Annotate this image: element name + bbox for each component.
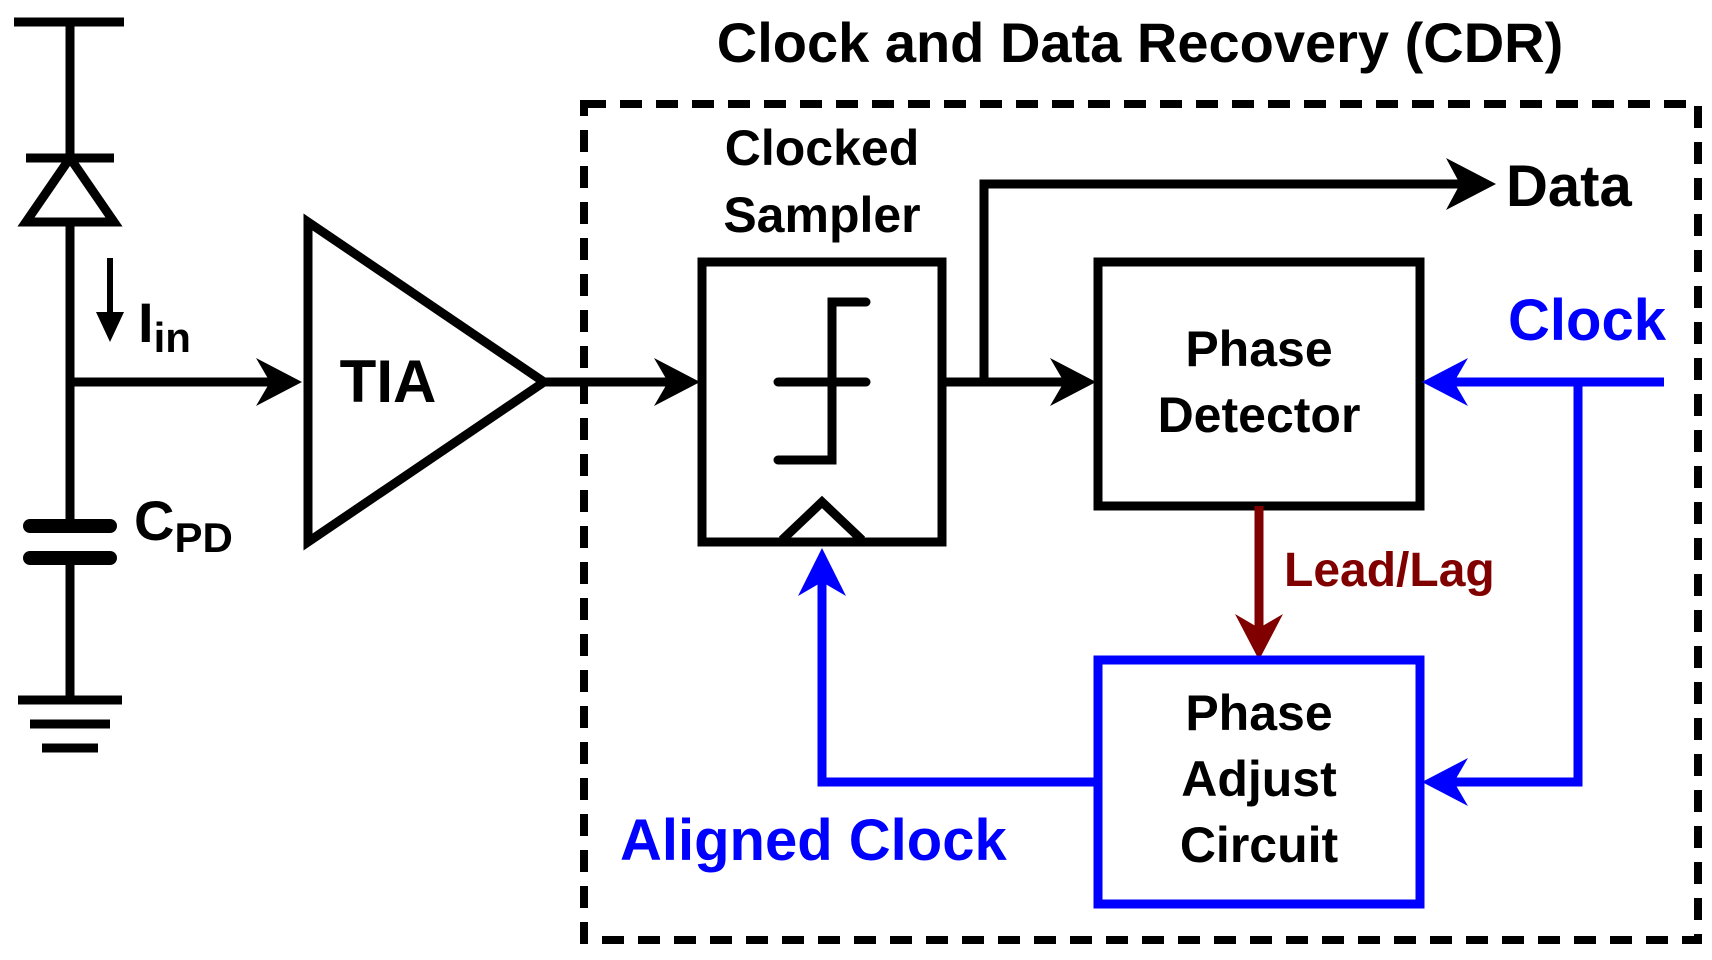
comparator-symbol-icon (773, 297, 871, 465)
phase-adjust-label-line2: Adjust (1181, 751, 1337, 807)
input-current-label: Iin (138, 291, 191, 361)
data-output-arrowhead (1446, 158, 1496, 210)
sampler-label-line1: Clocked (725, 120, 920, 176)
cdr-title: Clock and Data Recovery (CDR) (717, 11, 1563, 74)
clock-input-label: Clock (1508, 288, 1667, 353)
phase-adjust-label-line3: Circuit (1180, 817, 1339, 873)
lead-lag-label: Lead/Lag (1284, 544, 1495, 597)
sampler-to-pd-arrowhead (1050, 358, 1096, 406)
data-output-wire (979, 179, 1466, 382)
capacitor (23, 519, 117, 565)
phase-detector-box (1093, 257, 1425, 511)
data-output-label: Data (1506, 154, 1632, 219)
clocked-sampler-box (697, 257, 947, 547)
sampler-label-line2: Sampler (723, 187, 920, 243)
clock-to-adjust-arrowhead (1422, 758, 1468, 806)
phase-adjust-box (1093, 655, 1425, 909)
clock-to-pd-arrowhead (1422, 358, 1468, 406)
clock-branch-wire (1446, 382, 1583, 787)
tia-amplifier (303, 213, 553, 551)
phase-adjust-label-line1: Phase (1185, 685, 1332, 741)
clock-input-triangle (778, 495, 866, 544)
input-arrowhead (256, 358, 302, 406)
tia-output-arrowhead (654, 358, 700, 406)
aligned-clock-label: Aligned Clock (620, 808, 1007, 873)
input-current-arrow (96, 258, 124, 342)
phase-detector-label-line2: Detector (1158, 387, 1361, 443)
photodiode (14, 17, 124, 520)
aligned-clock-arrowhead (798, 548, 846, 596)
capacitor-label: CPD (134, 489, 233, 561)
tia-label: TIA (340, 348, 437, 415)
ground-icon (18, 695, 122, 753)
aligned-clock-wire (817, 576, 1098, 787)
cdr-boundary (580, 100, 1702, 944)
phase-detector-label-line1: Phase (1185, 321, 1332, 377)
lead-lag-arrowhead (1235, 614, 1283, 660)
